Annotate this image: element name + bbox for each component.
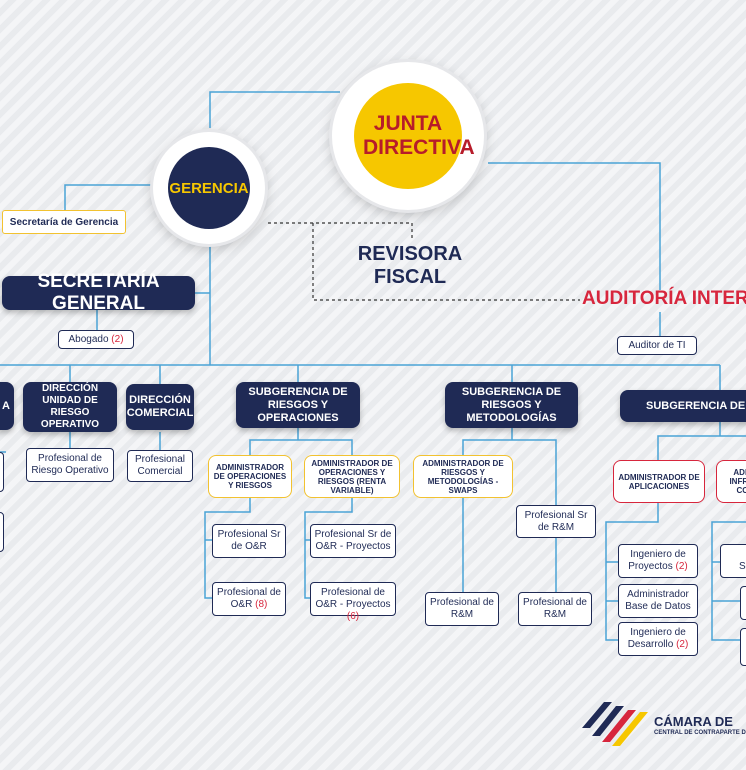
ingeniero-soporte: In Sopo [720,544,746,578]
camara-logo: CÁMARA DE CENTRAL DE CONTRAPARTE D [582,698,746,748]
admin-aplicaciones: ADMINISTRADOR DE APLICACIONES [613,460,705,503]
gerencia-node: GERENCIA [153,132,265,244]
partial-right-box-2 [740,628,746,666]
abogado-count: (2) [111,333,124,345]
profesional-or-proyectos: Profesional de O&R - Proyectos (6) [310,582,396,622]
revisora-fiscal-title: REVISORA FISCAL [357,243,463,288]
logo-tagline: CENTRAL DE CONTRAPARTE D [654,730,746,736]
profesional-sr-rm: Profesional Sr de R&M [516,505,596,538]
ingeniero-desarrollo-count: (2) [676,639,689,650]
admin-operaciones-renta-variable: ADMINISTRADOR DE OPERACIONES Y RIESGOS (… [304,455,400,498]
profesional-or-proyectos-count: (6) [346,611,360,622]
subgerencia-tecnologia: SUBGERENCIA DE TECN [620,390,746,422]
administrador-base-datos: Administrador Base de Datos [618,584,698,618]
secretaria-general-box: SECRETARÍA GENERAL [2,271,195,314]
ingeniero-proyectos-label: Ingeniero de Proyectos [628,549,686,572]
profesional-rm-1: Profesional de R&M [425,592,499,626]
profesional-riesgo-operativo: Profesional de Riesgo Operativo [26,448,114,482]
admin-infraestructura: ADM INFR Y CO [716,460,746,503]
subgerencia-riesgos-metodologias: SUBGERENCIA DE RIESGOS Y METODOLOGÍAS [445,382,578,428]
profesional-comercial: Profesional Comercial [127,450,193,482]
partial-left-area: A [0,382,14,430]
partial-left-box-2 [0,512,4,552]
ingeniero-desarrollo: Ingeniero de Desarrollo (2) [618,622,698,656]
partial-right-box-1 [740,586,746,620]
secretaria-gerencia-box: Secretaría de Gerencia [2,210,126,234]
profesional-or-label: Profesional de O&R [217,587,281,610]
auditoria-interna-title: AUDITORÍA INTERNA [582,288,746,309]
profesional-sr-or-proyectos: Profesional Sr de O&R - Proyectos [310,524,396,558]
abogado-box: Abogado (2) [58,330,134,349]
subgerencia-riesgos-operaciones: SUBGERENCIA DE RIESGOS Y OPERACIONES [236,382,360,428]
logo-name: CÁMARA DE [654,714,733,729]
direccion-riesgo-operativo: DIRECCIÓN UNIDAD DE RIESGO OPERATIVO [23,382,117,432]
junta-directiva-title: JUNTA DIRECTIVA [354,83,475,189]
profesional-or-proyectos-label: Profesional de O&R - Proyectos [315,587,391,610]
profesional-or: Profesional de O&R (8) [212,582,286,616]
ingeniero-proyectos-count: (2) [675,561,688,572]
ingeniero-desarrollo-label: Ingeniero de Desarrollo [627,627,686,650]
partial-left-box-1 [0,452,4,492]
admin-riesgos-metodologias-swaps: ADMINISTRADOR DE RIESGOS Y METODOLOGÍAS … [413,455,513,498]
gerencia-title: GERENCIA [168,147,250,229]
auditor-ti-box: Auditor de TI [617,336,697,355]
profesional-rm-2: Profesional de R&M [518,592,592,626]
admin-operaciones-riesgos: ADMINISTRADOR DE OPERACIONES Y RIESGOS [208,455,292,498]
abogado-label: Abogado [68,333,109,345]
logo-stripes-icon [582,702,648,746]
ingeniero-proyectos: Ingeniero de Proyectos (2) [618,544,698,578]
direccion-comercial: DIRECCIÓN COMERCIAL [126,384,194,430]
profesional-sr-or: Profesional Sr de O&R [212,524,286,558]
junta-directiva-node: JUNTA DIRECTIVA [332,62,484,210]
profesional-or-count: (8) [255,599,268,610]
